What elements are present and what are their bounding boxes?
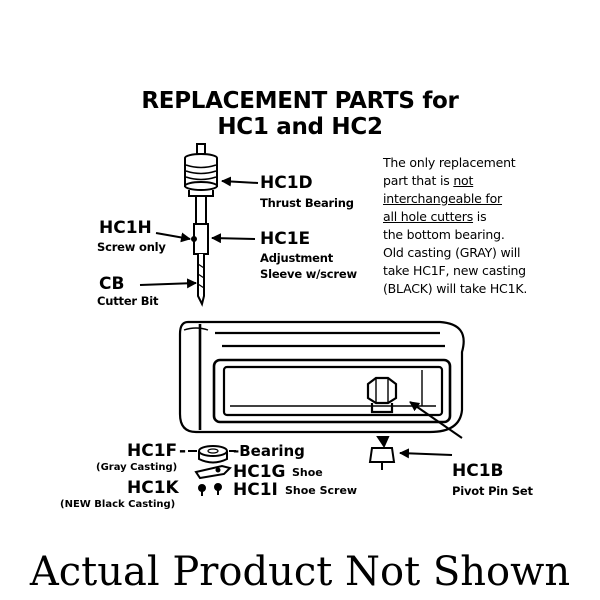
page-title-line-2: HC1 and HC2 — [217, 114, 383, 140]
part-sep-hc1f: - — [179, 441, 187, 461]
part-desc-hc1i: Shoe Screw — [285, 484, 358, 497]
part-desc-hc1f: -Bearing — [233, 442, 305, 460]
part-code-hc1d: HC1D — [260, 173, 313, 193]
bearing-drawing — [188, 445, 236, 464]
part-note-hc1k: (NEW Black Casting) — [60, 499, 176, 510]
note-line-5: the bottom bearing. — [383, 227, 505, 242]
part-desc-hc1h: Screw only — [97, 240, 166, 254]
part-desc-hc1g: Shoe — [292, 466, 323, 479]
part-desc-hc1d: Thrust Bearing — [260, 196, 354, 210]
part-desc-cb: Cutter Bit — [97, 294, 159, 308]
product-disclaimer: Actual Product Not Shown — [29, 549, 571, 595]
note-line-2-a: part that is — [383, 173, 454, 188]
note-line-2-b: not — [453, 173, 474, 188]
adjustment-assembly-drawing — [184, 143, 218, 307]
shoe-screw-drawing — [198, 483, 222, 496]
part-desc-hc1e-line-1: Adjustment — [260, 251, 334, 265]
part-code-hc1g: HC1G — [233, 462, 286, 482]
page-title-line-1: REPLACEMENT PARTS for — [141, 88, 459, 114]
note-line-4: all hole cutters is — [383, 208, 527, 226]
note-line-4-b: is — [473, 209, 487, 224]
shoe-drawing — [194, 464, 232, 480]
cutter-casting-drawing — [178, 320, 465, 434]
interchangeability-note: The only replacement part that is not in… — [383, 154, 527, 298]
note-line-8: (BLACK) will take HC1K. — [383, 281, 528, 296]
note-line-3: interchangeable for — [383, 191, 502, 206]
part-code-hc1b: HC1B — [452, 461, 504, 481]
part-code-hc1i: HC1I — [233, 480, 278, 500]
part-desc-hc1b: Pivot Pin Set — [452, 484, 533, 498]
note-line-4-a: all hole cutters — [383, 209, 474, 224]
part-code-hc1h: HC1H — [99, 218, 152, 238]
part-code-hc1e: HC1E — [260, 229, 311, 249]
part-note-hc1f: (Gray Casting) — [96, 462, 178, 473]
part-code-cb: CB — [99, 274, 125, 294]
pivot-pin-set-drawing — [368, 436, 396, 470]
part-code-hc1k: HC1K — [127, 478, 179, 498]
note-line-1: The only replacement — [383, 155, 516, 170]
note-line-2: part that is not — [383, 172, 527, 190]
part-code-hc1f: HC1F — [127, 441, 178, 461]
note-line-6: Old casting (GRAY) will — [383, 245, 521, 260]
note-line-7: take HC1F, new casting — [383, 263, 526, 278]
part-desc-hc1e-line-2: Sleeve w/screw — [260, 267, 357, 281]
